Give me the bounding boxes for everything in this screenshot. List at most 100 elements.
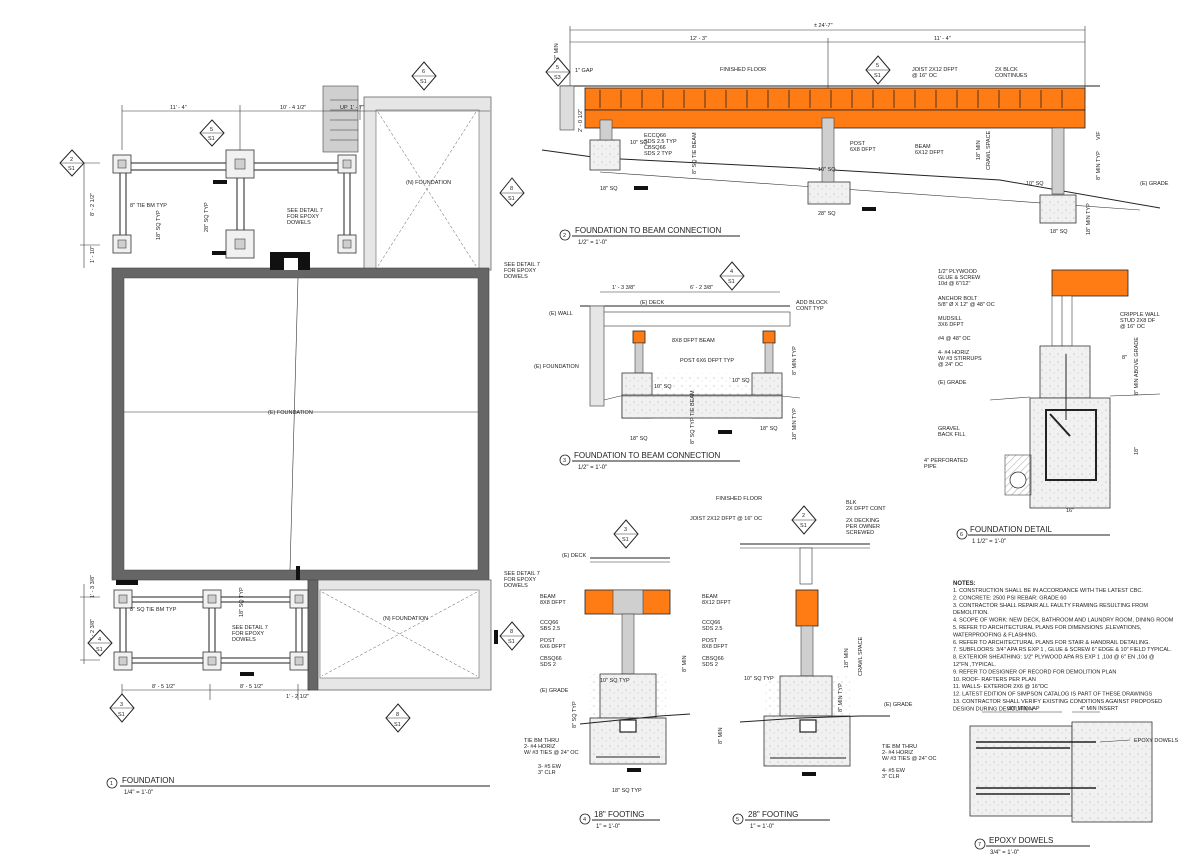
svg-text:8: 8 [510,629,513,635]
note-line: DEMOLITION. [953,610,989,616]
plan-markers: 6S1 5S1 2S1 8S1 4S1 3S1 8S1 8S1 [59,61,525,733]
svg-text:10" SQ TYP: 10" SQ TYP [600,678,630,684]
svg-text:CRAWL SPACE: CRAWL SPACE [986,130,992,170]
note-line: DESIGN DURING DEMOLITION [953,706,1033,712]
section-marker: 2S1 [791,505,817,535]
svg-text:8" MIN TYP: 8" MIN TYP [838,683,844,712]
svg-text:8X8 DFPT BEAM: 8X8 DFPT BEAM [672,338,715,344]
plan-text: 11' - 4" 10' - 4 1/2" UP 1' - 7" 8' - 2 … [90,105,540,700]
svg-text:5: 5 [210,127,213,133]
joist-lines [599,90,1063,108]
svg-text:28" FOOTING: 28" FOOTING [748,810,798,819]
svg-text:#4 @ 48" OC: #4 @ 48" OC [938,336,971,342]
detail-2: ± 24'-7" 12' - 3" 11' - 4" 12" MIN 1" GA… [541,23,1169,246]
svg-text:18" SQ: 18" SQ [600,186,618,192]
svg-text:5: 5 [556,65,559,71]
tie-beam-label: 8" TIE BM TYP [130,203,167,209]
svg-text:8" MIN: 8" MIN [718,727,724,744]
beam [584,109,1086,129]
svg-text:30" MIN LAP: 30" MIN LAP [1008,706,1040,712]
svg-text:POST 6X6 DFPT TYP: POST 6X6 DFPT TYP [680,358,734,364]
section-marker: 4S1 [87,629,113,657]
sq18-lower: 18" SQ TYP [239,587,245,617]
svg-text:(E) DECK: (E) DECK [562,553,586,559]
svg-text:1" GAP: 1" GAP [575,68,593,74]
svg-text:FOUNDATION DETAIL: FOUNDATION DETAIL [970,525,1052,534]
svg-text:8" MIN ABOVE GRADE: 8" MIN ABOVE GRADE [1134,337,1140,395]
section-marker: 5S1 [865,55,891,85]
notes-lines: 1. CONSTRUCTION SHALL BE IN ACCORDANCE W… [953,588,1174,712]
dim-bottom-2: 8' - 5 1/2" [240,684,263,690]
detail-6-title: 6 FOUNDATION DETAIL 1 1/2" = 1'-0" [956,525,1110,545]
svg-text:3: 3 [563,458,566,464]
svg-text:18" MIN: 18" MIN [976,140,982,160]
dim-top-2: 10' - 4 1/2" [280,105,306,111]
joist-label: JOIST 2X12 DFPT@ 16" OC [912,67,958,79]
detail-7-title: 7 EPOXY DOWELS 3/4" = 1'-0" [974,836,1090,856]
existing-foundation [111,252,490,585]
up-label: UP [340,105,348,111]
section-marker: 4S1 [719,261,745,291]
svg-text:S1: S1 [874,73,881,79]
svg-text:VIF: VIF [1096,131,1102,140]
lower-deck-footings [113,589,498,676]
note-line: 10. ROOF- RAFTERS PER PLAN [953,677,1036,683]
svg-text:16": 16" [1066,508,1074,514]
svg-text:18" FOOTING: 18" FOOTING [594,810,644,819]
svg-text:FOUNDATION TO BEAM CONNECTION: FOUNDATION TO BEAM CONNECTION [575,226,721,235]
svg-text:10" SQ: 10" SQ [1026,181,1044,187]
section-marker: 8S1 [499,177,525,207]
svg-text:1" = 1'-0": 1" = 1'-0" [596,824,620,830]
svg-text:(E) WALL: (E) WALL [549,311,573,317]
svg-text:1/2" = 1'-0": 1/2" = 1'-0" [578,465,607,471]
joist-band [584,87,1086,111]
svg-text:1 1/2" = 1'-0": 1 1/2" = 1'-0" [972,539,1006,545]
svg-text:S1: S1 [96,647,103,653]
svg-text:5: 5 [876,63,879,69]
note-line: 4. SCOPE OF WORK: NEW DECK, BATHROOM AND… [953,618,1174,624]
existing-foundation-label: (E) FOUNDATION [268,410,313,416]
svg-text:4: 4 [583,817,586,823]
svg-text:8": 8" [1122,355,1127,361]
svg-text:7: 7 [978,842,981,848]
svg-text:2: 2 [802,513,805,519]
svg-text:(E) DECK: (E) DECK [640,300,664,306]
note-line: 1. CONSTRUCTION SHALL BE IN ACCORDANCE W… [953,588,1143,594]
svg-text:18" SQ: 18" SQ [760,426,778,432]
svg-text:4" MIN INSERT: 4" MIN INSERT [1080,706,1119,712]
note-line: 6. REFER TO ARCHITECTURAL PLANS FOR STAI… [953,640,1150,646]
lower-new-foundation [307,579,492,691]
svg-text:8" MIN: 8" MIN [682,655,688,672]
svg-text:3: 3 [624,527,627,533]
dim-bottom-3: 1' - 2 1/2" [286,694,309,700]
svg-text:1' - 3 3/8": 1' - 3 3/8" [612,285,635,291]
svg-text:2: 2 [563,233,566,239]
svg-text:6: 6 [422,69,425,75]
svg-text:S1: S1 [728,279,735,285]
svg-text:FINISHED FLOOR: FINISHED FLOOR [716,496,762,502]
svg-text:FINISHED FLOOR: FINISHED FLOOR [720,67,766,73]
note-line: 3. CONTRACTOR SHALL REPAIR ALL FAULTY FR… [953,603,1148,609]
general-notes: NOTES: 1. CONSTRUCTION SHALL BE IN ACCOR… [953,581,1174,712]
tie-beam-lower: 8" SQ TIE BM TYP [130,607,177,613]
note-line: 9. REFER TO DESIGNER OF RECORD FOR DEMOL… [953,669,1116,675]
svg-text:18" SQ: 18" SQ [630,436,648,442]
section-marker: 3S1 [109,693,135,723]
